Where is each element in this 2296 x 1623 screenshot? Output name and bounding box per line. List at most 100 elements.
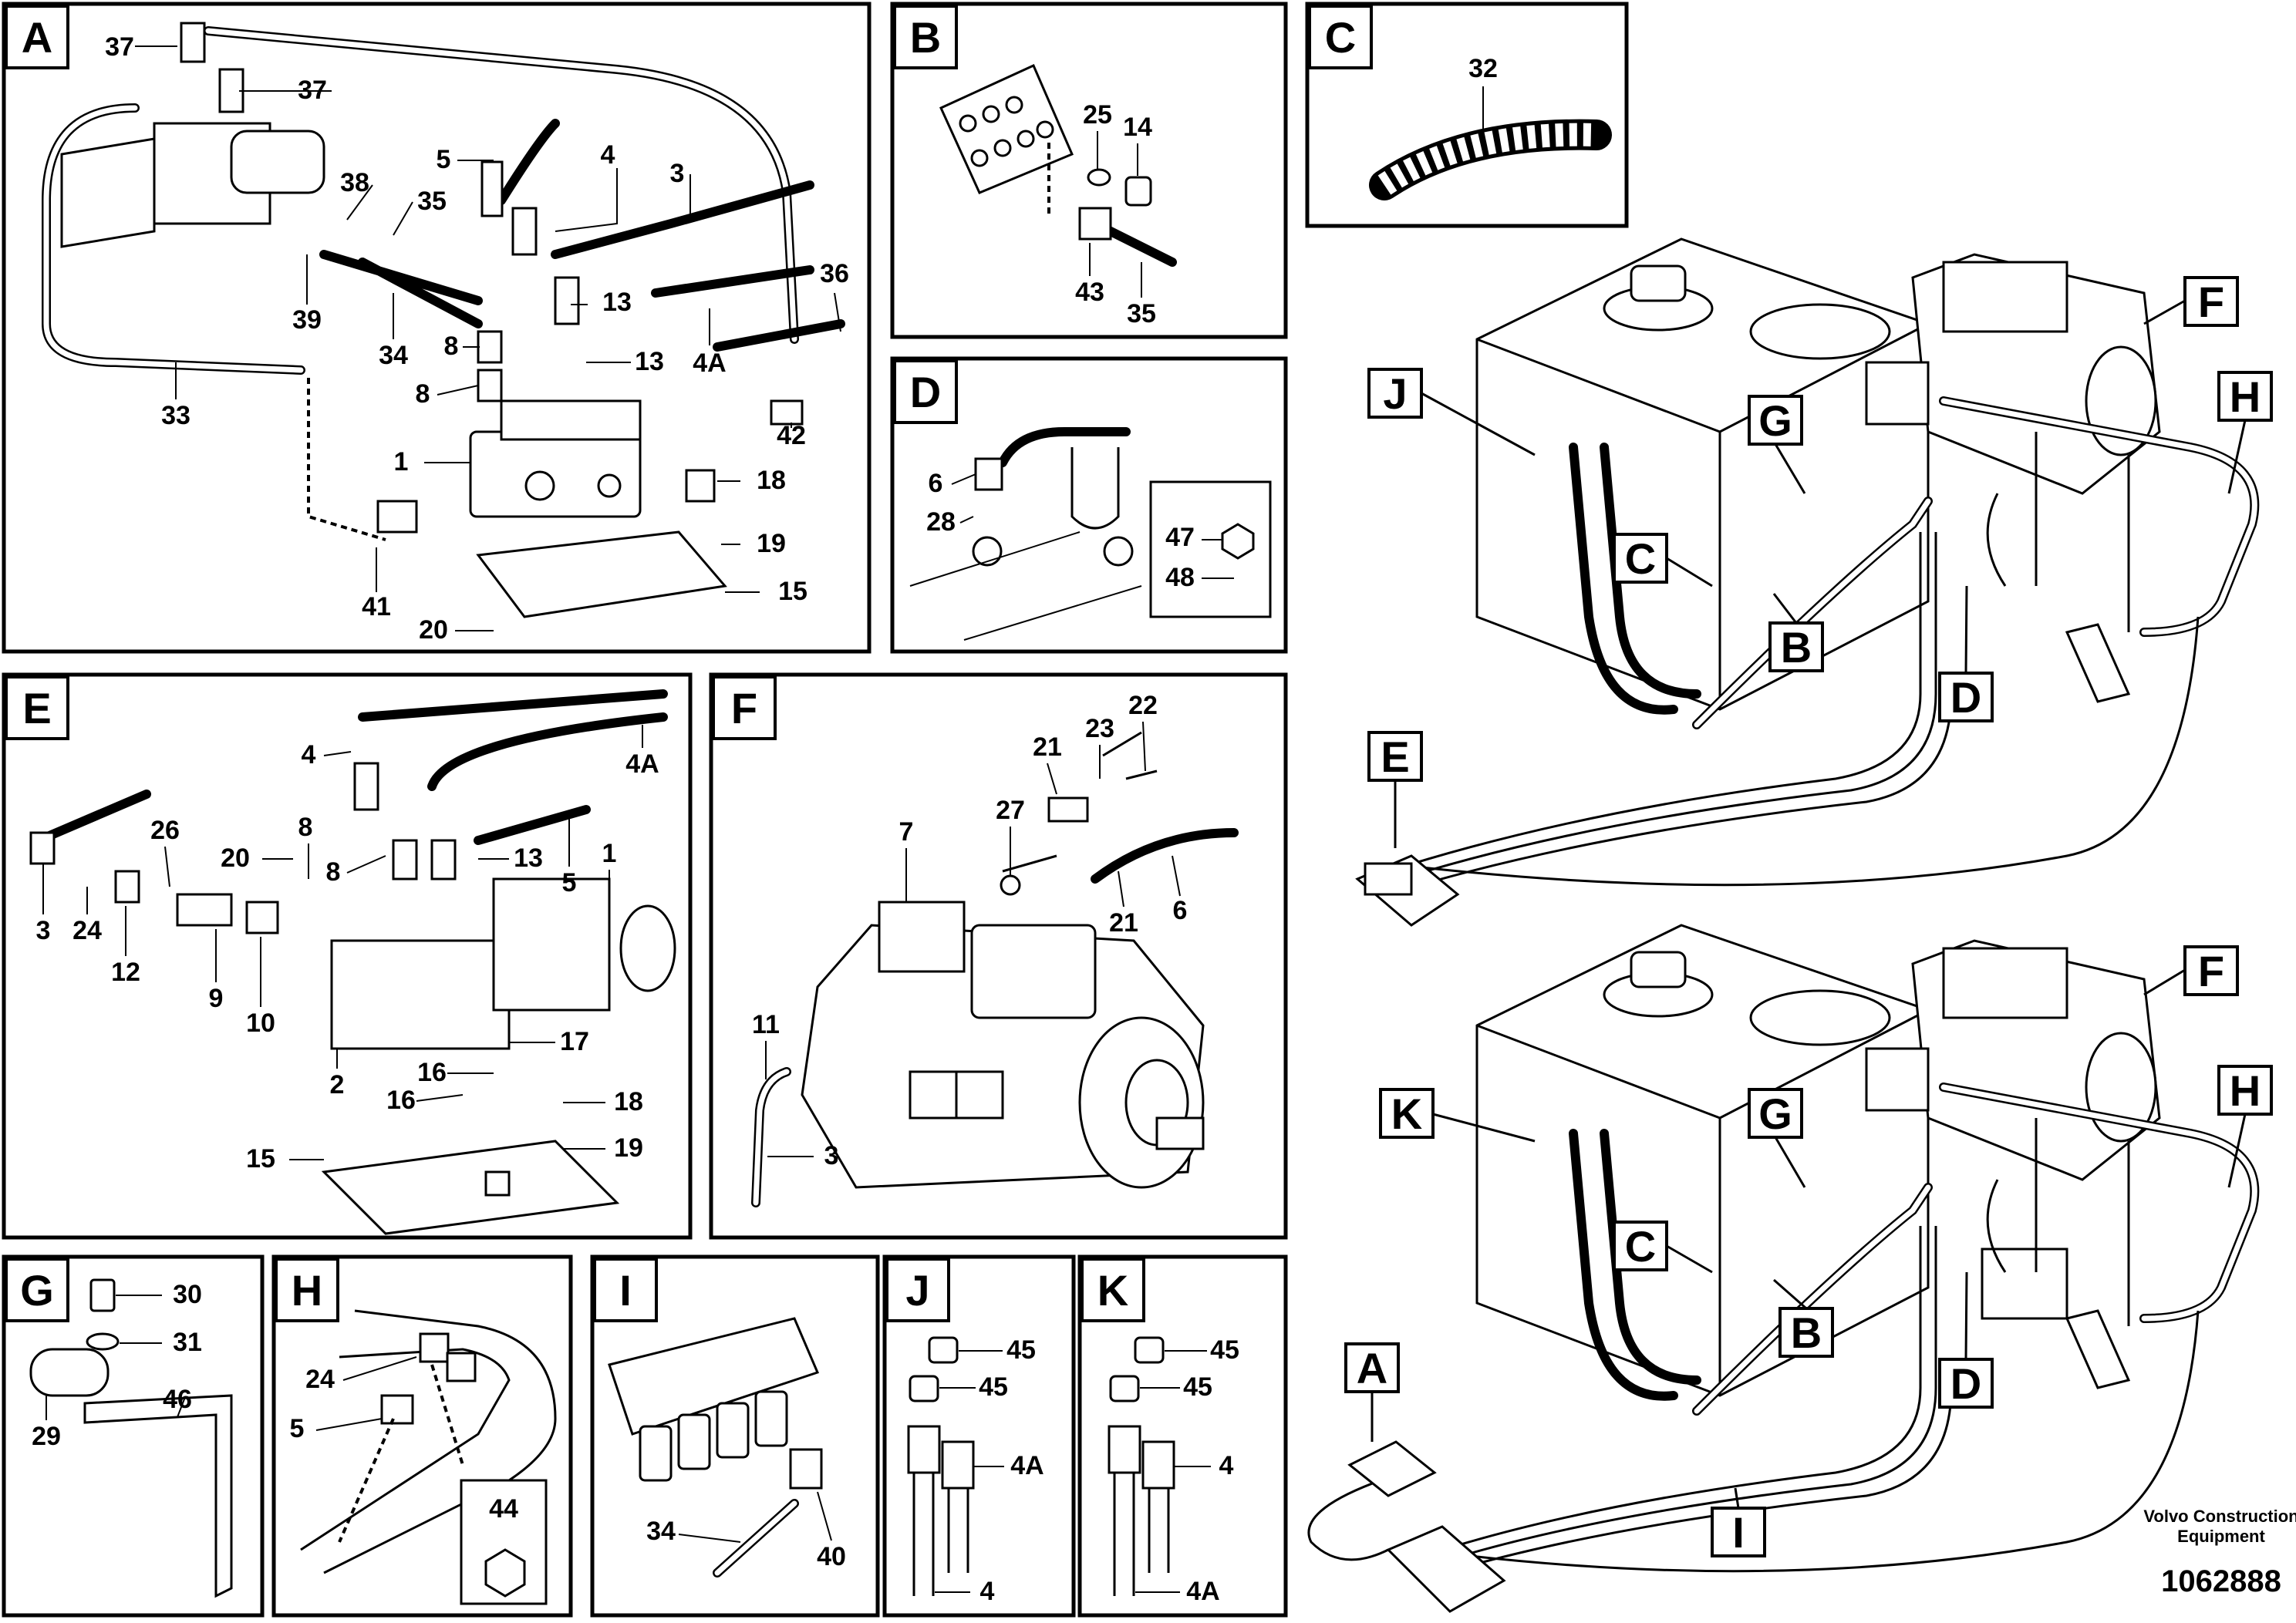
callout: 45	[1006, 1335, 1036, 1365]
callout: 8	[416, 379, 430, 409]
tag-letter: G	[1758, 1089, 1792, 1138]
callout: 32	[1468, 54, 1498, 83]
panel-i: I 34 40	[590, 1254, 880, 1618]
callout: 1	[602, 839, 617, 868]
tag-letter: J	[1383, 369, 1407, 418]
callout: 4A	[693, 349, 726, 378]
callout: 38	[340, 168, 369, 197]
panel-g: G 30 31 46 29	[2, 1254, 265, 1618]
callout: 15	[246, 1144, 275, 1173]
callout: 4	[1219, 1451, 1234, 1480]
panel-e: E 4 4A 26 20 8 13 5 1 8 3 24 12 9 10 17 …	[2, 672, 693, 1240]
callout: 40	[817, 1542, 846, 1571]
tag-letter: H	[2230, 1066, 2261, 1115]
panel-h-letter: H	[292, 1266, 322, 1315]
panel-g-letter: G	[20, 1266, 54, 1315]
callout: 33	[161, 401, 190, 430]
overview-top-tags: F J G H C B D E	[1367, 276, 2273, 782]
callout: 22	[1128, 691, 1158, 720]
callout: 5	[562, 868, 577, 897]
callout: 11	[752, 1010, 780, 1039]
callout: 31	[173, 1328, 202, 1357]
callout: 8	[444, 332, 459, 361]
callout: 35	[417, 187, 447, 216]
callout: 39	[292, 305, 322, 335]
callout: 28	[926, 507, 956, 537]
overview-top: F J G H C B D E	[1355, 237, 2273, 927]
panel-j-letter: J	[905, 1266, 929, 1315]
callout: 8	[326, 857, 341, 887]
panel-e-letter: E	[22, 684, 51, 732]
panel-a: A 37 37 5 4	[2, 2, 872, 654]
callout: 8	[298, 813, 313, 842]
tag-letter: G	[1758, 396, 1792, 445]
footer: Volvo Construction Equipment 1062888	[2143, 1507, 2296, 1598]
callout: 34	[379, 341, 408, 370]
callout: 13	[514, 843, 543, 873]
tag-letter: D	[1950, 673, 1981, 722]
tag-letter: E	[1381, 732, 1409, 781]
panel-f-letter: F	[731, 684, 757, 732]
callout: 16	[386, 1086, 416, 1115]
tag-letter: B	[1781, 623, 1812, 672]
callout: 18	[757, 466, 786, 495]
callout: 19	[614, 1133, 643, 1163]
callout: 23	[1085, 714, 1114, 743]
overview-bottom-tags: F H K G C B D A I	[1344, 945, 2273, 1557]
callout: 4A	[1186, 1577, 1219, 1606]
panel-b: B 25 14 43 35	[890, 2, 1288, 339]
callout: 24	[305, 1365, 335, 1394]
tag-letter: F	[2198, 278, 2224, 326]
callout: 13	[635, 347, 664, 376]
callout: 44	[489, 1494, 518, 1524]
callout: 5	[437, 145, 451, 174]
callout: 29	[32, 1422, 61, 1451]
panel-k-letter: K	[1097, 1266, 1128, 1315]
panel-d-letter: D	[910, 368, 941, 416]
callout: 27	[996, 796, 1025, 825]
panel-k: K 45 45 4 4A	[1077, 1254, 1288, 1618]
panel-c: C 32	[1305, 2, 1629, 228]
tag-letter: H	[2230, 372, 2261, 421]
drawing-number: 1062888	[2161, 1564, 2281, 1598]
callout: 35	[1127, 299, 1156, 328]
callout: 34	[646, 1517, 676, 1546]
callout: 12	[111, 958, 140, 987]
callout: 16	[417, 1058, 447, 1087]
callout: 3	[670, 159, 685, 188]
panel-j: J 45 45 4A 4	[882, 1254, 1076, 1618]
callout: 47	[1165, 523, 1195, 552]
callout: 13	[602, 288, 632, 317]
callout: 3	[824, 1141, 839, 1170]
panel-c-letter: C	[1325, 13, 1356, 62]
callout: 45	[1183, 1372, 1212, 1402]
callout: 15	[778, 577, 807, 606]
callout: 45	[1210, 1335, 1239, 1365]
callout: 18	[614, 1087, 643, 1116]
callout: 41	[362, 592, 391, 621]
tag-letter: B	[1791, 1308, 1822, 1357]
callout: 14	[1123, 113, 1152, 142]
callout: 1	[394, 447, 409, 476]
callout: 19	[757, 529, 786, 558]
brand-line-1: Volvo Construction	[2143, 1507, 2296, 1526]
panel-b-letter: B	[910, 13, 941, 62]
panel-d: D 6 28 47 48	[890, 356, 1288, 654]
panel-h: H 24 5 44	[271, 1254, 573, 1618]
callout: 4	[302, 740, 316, 769]
callout: 17	[560, 1027, 589, 1056]
callout: 6	[929, 469, 943, 498]
callout: 2	[330, 1070, 345, 1099]
callout: 6	[1173, 896, 1188, 925]
callout: 37	[105, 32, 134, 62]
callout: 21	[1033, 732, 1062, 762]
tag-letter: C	[1625, 534, 1656, 583]
callout: 43	[1075, 278, 1104, 307]
callout: 24	[72, 916, 102, 945]
overview-bottom: F H K G C B D A I	[1307, 924, 2273, 1613]
panel-i-letter: I	[619, 1266, 632, 1315]
callout: 30	[173, 1280, 202, 1309]
callout: 26	[150, 816, 180, 845]
callout: 4	[601, 140, 615, 170]
